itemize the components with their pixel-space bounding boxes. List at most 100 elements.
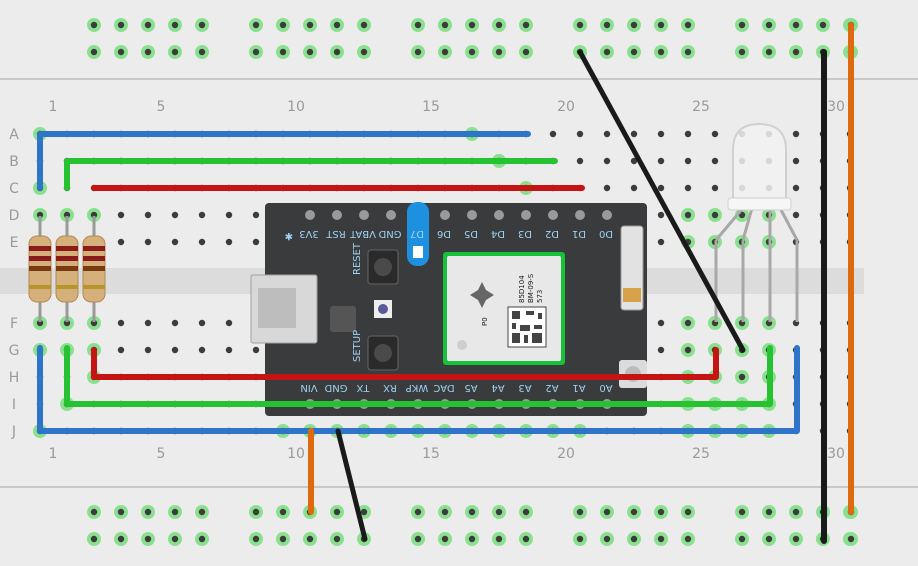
rail-hole — [198, 535, 206, 543]
breadboard-hole — [684, 184, 692, 192]
rail-hole — [306, 21, 314, 29]
rail-hole — [90, 508, 98, 516]
breadboard-hole — [630, 184, 638, 192]
column-label: 25 — [692, 446, 710, 462]
rail-hole — [522, 508, 530, 516]
rail-hole — [630, 508, 638, 516]
rail-hole — [576, 535, 584, 543]
breadboard-hole — [657, 238, 665, 246]
rail-hole — [144, 21, 152, 29]
wire-red-bottom — [91, 347, 719, 380]
module-code-text: 85D104 — [518, 275, 526, 303]
device-pin-top — [602, 210, 612, 220]
breadboard-hole — [171, 211, 179, 219]
rail-hole — [495, 535, 503, 543]
rail-hole — [279, 508, 287, 516]
rail-hole — [171, 535, 179, 543]
breadboard-hole — [144, 319, 152, 327]
rail-hole — [414, 21, 422, 29]
rgb-led — [714, 122, 799, 322]
rail-hole — [144, 535, 152, 543]
breadboard-hole — [117, 346, 125, 354]
breadboard-hole — [738, 373, 746, 381]
rail-hole — [792, 535, 800, 543]
device-bottom-pin-label: A4 — [491, 382, 504, 393]
row-label: J — [11, 424, 16, 440]
breadboard-hole — [225, 238, 233, 246]
breadboard-hole — [603, 157, 611, 165]
breadboard-hole — [657, 319, 665, 327]
device-pin-top — [467, 210, 477, 220]
breadboard-hole — [117, 211, 125, 219]
breadboard-hole — [198, 211, 206, 219]
rail-hole — [171, 48, 179, 56]
d7-led-trace — [407, 202, 429, 266]
rail-hole — [738, 535, 746, 543]
device-top-pin-label: GND — [378, 228, 401, 239]
breadboard-hole — [684, 157, 692, 165]
rail-hole — [630, 48, 638, 56]
device-top-pin-label: D4 — [491, 228, 505, 239]
rail-hole — [819, 21, 827, 29]
column-label: 25 — [692, 99, 710, 115]
breadboard-hole — [657, 184, 665, 192]
rail-hole — [738, 48, 746, 56]
breadboard-hole — [225, 319, 233, 327]
row-label: B — [9, 154, 19, 170]
wire-black-diagonal — [577, 49, 746, 353]
rail-hole — [252, 535, 260, 543]
rail-hole — [279, 21, 287, 29]
rail-hole — [630, 535, 638, 543]
device-bottom-pin-label: VIN — [300, 382, 317, 393]
rail-hole — [117, 21, 125, 29]
device-pin-top — [548, 210, 558, 220]
device-bottom-pin-label: A1 — [572, 382, 585, 393]
rail-hole — [90, 21, 98, 29]
rail-hole — [576, 21, 584, 29]
column-label: 1 — [49, 446, 58, 462]
breadboard-hole — [684, 211, 692, 219]
rail-hole — [360, 48, 368, 56]
breadboard-hole — [549, 130, 557, 138]
row-label: A — [9, 127, 19, 143]
rail-hole — [252, 21, 260, 29]
device-pin-top — [359, 210, 369, 220]
breadboard-hole — [63, 319, 71, 327]
breadboard-hole — [711, 211, 719, 219]
rail-hole — [144, 48, 152, 56]
breadboard-hole — [198, 346, 206, 354]
column-label: 10 — [287, 446, 305, 462]
wire-green-top — [64, 158, 558, 191]
rail-hole — [306, 48, 314, 56]
rail-hole — [765, 508, 773, 516]
rail-hole — [171, 21, 179, 29]
rail-hole — [333, 508, 341, 516]
breadboard-hole — [711, 184, 719, 192]
rail-hole — [90, 535, 98, 543]
rail-hole — [198, 508, 206, 516]
device-top-pin-label: D2 — [545, 228, 559, 239]
breadboard-hole — [36, 211, 44, 219]
breadboard-hole — [117, 319, 125, 327]
rail-hole — [279, 48, 287, 56]
rail-hole — [495, 48, 503, 56]
rail-hole — [360, 21, 368, 29]
breadboard-hole — [657, 157, 665, 165]
rail-hole — [333, 535, 341, 543]
rail-hole — [684, 21, 692, 29]
column-label: 15 — [422, 99, 440, 115]
device-pin-top — [521, 210, 531, 220]
device-pin-top — [332, 210, 342, 220]
rail-hole — [684, 48, 692, 56]
breadboard-hole — [144, 238, 152, 246]
device-top-pin-label: D7 — [410, 228, 424, 239]
rail-hole — [792, 21, 800, 29]
breadboard-hole — [711, 130, 719, 138]
module-model-text: BM-09-S — [527, 273, 535, 303]
rail-hole — [441, 535, 449, 543]
breadboard-hole — [171, 238, 179, 246]
